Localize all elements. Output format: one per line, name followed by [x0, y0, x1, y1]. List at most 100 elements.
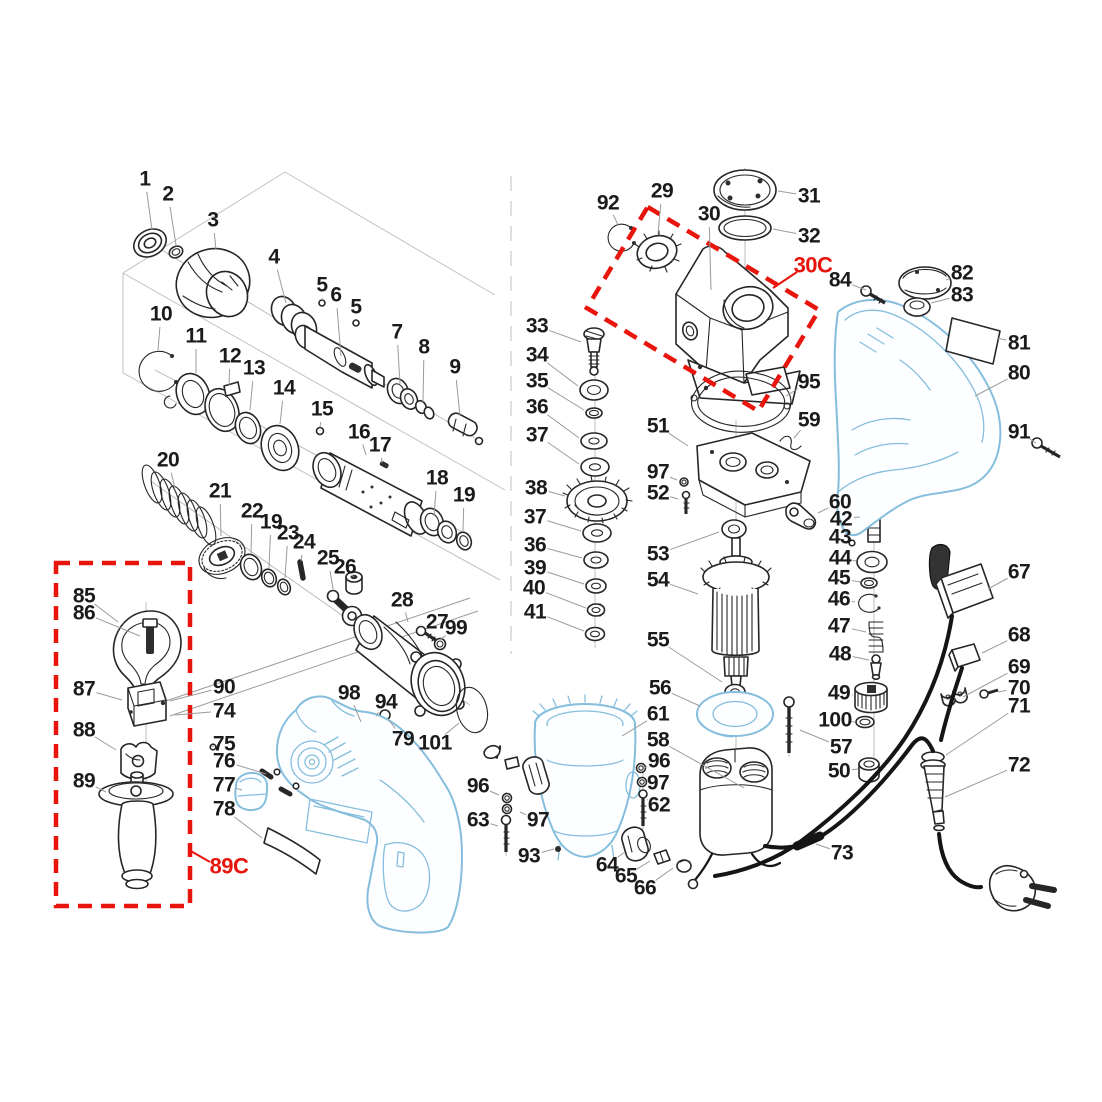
- leader-line: [236, 787, 243, 791]
- leader-line: [708, 226, 712, 291]
- leader-line: [94, 603, 119, 623]
- leader-line: [236, 764, 267, 775]
- part-18-rings: [419, 507, 458, 544]
- part-number-label: 32: [798, 225, 820, 248]
- leader-line: [249, 380, 254, 411]
- part-number-label: 99: [445, 617, 467, 640]
- leader-line: [545, 592, 587, 609]
- part-number-label: 37: [524, 506, 546, 529]
- part-19-ring: [455, 531, 473, 551]
- leader-line: [962, 672, 1008, 698]
- part-40-nut: [586, 603, 606, 617]
- leader-line: [279, 400, 284, 425]
- part-number-label: 13: [243, 357, 265, 380]
- box-89c-leader: [188, 849, 211, 863]
- leader-line: [547, 571, 585, 585]
- part-number-label: 43: [829, 526, 851, 549]
- part-number-label: 19: [453, 484, 475, 507]
- part-95-gasket: [690, 370, 792, 433]
- part-number-label: 38: [525, 477, 548, 500]
- part-54-armature: [700, 537, 772, 687]
- part-84-screw: [860, 285, 886, 305]
- part-27-screw: [415, 625, 438, 643]
- part-number-label: 65: [615, 865, 638, 888]
- leader-line: [668, 432, 689, 447]
- box-89c: [53, 560, 193, 909]
- part-50-sleeve: [858, 757, 880, 783]
- part-number-label: 79: [392, 728, 414, 751]
- part-number-label: 97: [527, 809, 549, 832]
- leader-line: [670, 583, 699, 595]
- part-70-screw: [979, 688, 999, 699]
- part-number-label: 30: [698, 203, 720, 226]
- leader-line: [351, 574, 354, 578]
- leader-line: [228, 368, 231, 387]
- part-11-ring: [175, 372, 211, 416]
- part-number-label: 96: [648, 750, 670, 773]
- part-39-washer: [585, 578, 607, 594]
- part-number-label: 37: [526, 424, 548, 447]
- leader-line: [157, 326, 161, 351]
- part-number-label: 82: [951, 262, 973, 285]
- part-45-ring: [860, 577, 878, 589]
- leader-line: [336, 307, 342, 357]
- leader-line: [945, 277, 951, 281]
- part-78-cover-plate: [263, 827, 321, 875]
- leader-line: [268, 534, 271, 569]
- part-number-label: 12: [219, 345, 241, 368]
- leader-line: [211, 745, 215, 748]
- leader-line: [930, 297, 950, 304]
- leader-line: [847, 720, 856, 723]
- leader-line: [300, 554, 303, 562]
- part-number-label: 53: [647, 543, 669, 566]
- part-number-label: 85: [73, 585, 96, 608]
- part-53-bearing: [721, 519, 747, 539]
- part-60-elbow: [785, 502, 817, 530]
- part-14-bearing: [260, 424, 300, 472]
- part-number-label: 9: [449, 356, 460, 379]
- part-59-clip: [779, 435, 802, 451]
- part-number-label: 18: [426, 467, 449, 490]
- part-number-label: 90: [213, 676, 235, 699]
- part-29-ring-nut: [634, 230, 682, 273]
- part-number-label: 88: [73, 719, 96, 742]
- part-89-side-handle: [98, 771, 174, 890]
- part-number-label: 73: [831, 842, 853, 865]
- leader-line: [671, 692, 701, 707]
- part-63-screw: [500, 814, 512, 852]
- part-22-rings: [239, 553, 278, 588]
- part-3-chuck-cover: [175, 247, 251, 319]
- leader-line: [213, 232, 217, 251]
- leader-line: [851, 628, 867, 633]
- leader-line: [548, 490, 566, 497]
- part-32-oring: [718, 215, 772, 241]
- part-number-label: 70: [1008, 677, 1030, 700]
- part-number-label: 52: [647, 482, 669, 505]
- part-number-label: 56: [649, 677, 671, 700]
- leader-line: [852, 559, 857, 562]
- part-number-label: 59: [798, 409, 820, 432]
- part-28-piston-housing: [353, 613, 466, 717]
- part-number-label: 44: [829, 547, 852, 570]
- part-93-pin: [555, 846, 561, 852]
- leader-line: [397, 344, 401, 385]
- leader-line: [851, 768, 859, 771]
- part-9-striker-pin: [447, 412, 484, 446]
- part-56-inner-cover: [696, 691, 774, 738]
- leader-line: [547, 414, 580, 439]
- part-81-label-plate: [945, 317, 1001, 365]
- part-number-label: 89: [73, 770, 95, 793]
- leader-line: [981, 640, 1008, 654]
- part-20-spring: [141, 464, 217, 546]
- part-99-oring: [433, 637, 447, 651]
- part-number-label: 17: [369, 434, 391, 457]
- leader-line: [772, 228, 797, 235]
- part-number-label: 23: [277, 522, 299, 545]
- part-77-knob: [234, 771, 269, 812]
- part-37-washer: [580, 457, 610, 477]
- part-number-label: 39: [524, 557, 546, 580]
- part-number-label: 100: [818, 709, 852, 732]
